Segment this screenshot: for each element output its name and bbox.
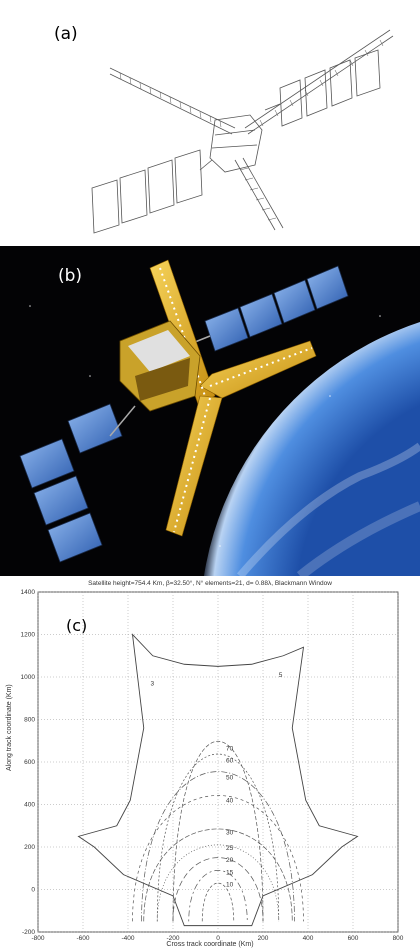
contour-line	[172, 740, 264, 922]
arm-upper-left	[109, 67, 236, 129]
contour-label: 40	[226, 798, 234, 805]
y-tick-label: 200	[24, 844, 35, 851]
x-tick-label: -800	[31, 935, 44, 942]
solar-array-left	[19, 403, 136, 563]
contour-line	[156, 753, 280, 922]
contour-label: 20	[226, 857, 234, 864]
x-tick-label: 200	[258, 935, 269, 942]
x-tick-label: -400	[121, 935, 134, 942]
solar-panel	[279, 79, 303, 127]
satellite-hub	[119, 320, 201, 412]
panel-a-satellite-drawing: (a)	[0, 0, 420, 240]
contour-line	[188, 870, 248, 922]
x-tick-label: -200	[166, 935, 179, 942]
satellite-body	[209, 114, 263, 173]
contour-line	[143, 828, 293, 922]
panel-b-satellite-render: (b)	[0, 246, 420, 576]
contour-line	[156, 844, 280, 922]
y-tick-label: 1200	[21, 632, 36, 639]
contour-label: 15	[226, 869, 234, 876]
solar-panel	[91, 179, 120, 234]
panel-b-label: (b)	[58, 266, 83, 286]
contour-line	[132, 795, 304, 922]
y-tick-label: -200	[22, 929, 35, 936]
contour-label: 60	[226, 758, 234, 765]
satellite-line-drawing	[91, 29, 394, 234]
contour-chart: -800 -600 -400 -200 0 200 400 600 800 -200 0 200 400…	[21, 589, 404, 942]
contour-label: 3	[151, 681, 155, 688]
x-tick-label: 0	[216, 935, 220, 942]
y-axis-title: Along track coordinate (Km)	[6, 684, 13, 771]
x-axis-title: Cross track coordinate (Km)	[166, 941, 254, 948]
x-tick-label: 600	[348, 935, 359, 942]
panel-a-label: (a)	[54, 24, 78, 44]
arm-right	[199, 340, 317, 399]
solar-array-right	[184, 265, 349, 352]
y-tick-label: 1400	[21, 589, 36, 596]
contour-label: 30	[226, 830, 234, 837]
fov-boundary	[77, 633, 359, 927]
y-tick-label: 0	[31, 887, 35, 894]
y-tick-label: 800	[24, 717, 35, 724]
x-tick-label: 800	[393, 935, 404, 942]
x-tick-label: -600	[76, 935, 89, 942]
panel-c-label: (c)	[66, 616, 88, 635]
x-tick-label: 400	[303, 935, 314, 942]
y-tick-label: 600	[24, 759, 35, 766]
arm-lower	[234, 159, 276, 231]
contour-label: 5	[279, 672, 283, 679]
contour-label: 25	[226, 845, 234, 852]
arm-upper-right	[244, 29, 391, 129]
y-tick-label: 1000	[21, 674, 36, 681]
contour-label: 50	[226, 775, 234, 782]
contour-line	[141, 771, 295, 922]
arm-lower	[165, 395, 223, 537]
satellite-render	[0, 246, 420, 576]
contour-line	[172, 857, 264, 922]
contour-label: 10	[226, 882, 234, 889]
panel-c-contour-plot: Satellite height=754.4 Km, β=32.50°, N° …	[0, 576, 420, 950]
earth	[204, 322, 420, 576]
y-tick-label: 400	[24, 802, 35, 809]
plot-title: Satellite height=754.4 Km, β=32.50°, N° …	[88, 580, 332, 587]
contour-label: 70	[226, 745, 234, 752]
